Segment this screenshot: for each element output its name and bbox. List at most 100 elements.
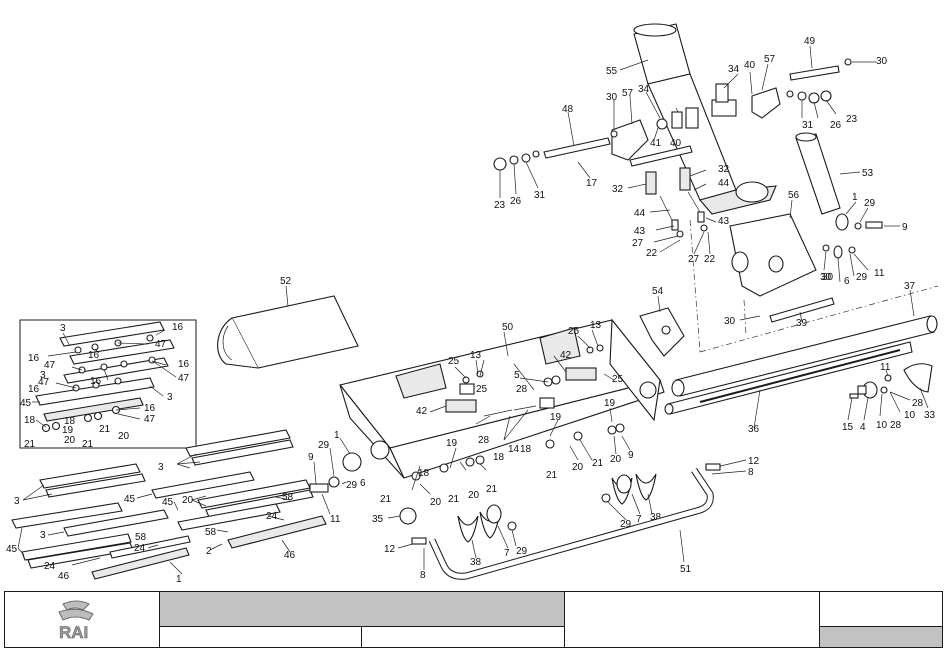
callout-19: 19: [604, 398, 616, 409]
callout-33: 33: [924, 410, 936, 421]
callout-26: 26: [510, 196, 522, 207]
title-block-logo-cell: RAI: [5, 592, 160, 647]
callout-21: 9: [628, 450, 634, 461]
callout-49: 49: [804, 36, 816, 47]
callout-18: 18: [418, 468, 430, 479]
callout-44: 44: [634, 208, 646, 219]
callout-55: 55: [606, 66, 618, 77]
callout-56: 56: [788, 190, 800, 201]
callout-58: 58: [135, 532, 147, 543]
inset-callout-47: 47: [178, 373, 190, 384]
callout-11: 11: [330, 514, 341, 525]
title-block-cell: [362, 627, 565, 647]
bracket-54: [639, 295, 685, 357]
callout-18: 18: [520, 444, 532, 455]
callout-5: 5: [514, 370, 520, 381]
callout-43: 43: [718, 216, 730, 227]
callout-38: 38: [470, 557, 482, 568]
callout-37: 37: [904, 281, 916, 292]
callout-12: 12: [748, 456, 760, 467]
callout-45: 45: [6, 544, 18, 555]
callout-28: 28: [912, 398, 924, 409]
callout-10: 10: [904, 410, 916, 421]
inset-callout-16: 16: [88, 350, 100, 361]
inset-callout-19: 19: [62, 425, 74, 436]
main-frame-50: [339, 318, 665, 479]
callout-8: 8: [748, 467, 754, 478]
callout-41: 41: [650, 138, 662, 149]
title-block-cell: [565, 592, 820, 647]
callout-25: 25: [448, 356, 460, 367]
inset-callout-16: 16: [172, 322, 184, 333]
callout-20: 20: [610, 454, 622, 465]
bolt-labels: 19 18 21 20 21 20 21 18 19 21 20 21 19 2…: [380, 398, 634, 508]
spring-cluster: [627, 167, 717, 255]
inset-callout-20: 20: [118, 431, 130, 442]
callout-32: 32: [718, 164, 730, 175]
callout-36: 36: [748, 424, 760, 435]
frame-labels: 50 25 13 25 13 42 42 25 25 5 28 28 14 18: [416, 320, 624, 455]
callout-54: 54: [652, 286, 664, 297]
inset-callout-18: 16: [144, 403, 156, 414]
handle-labels: 51 12 8 12 8: [384, 456, 760, 581]
callout-28: 28: [890, 420, 902, 431]
handle-51: [397, 459, 747, 580]
callout-3: 3: [14, 496, 20, 507]
callout-25: 25: [612, 374, 624, 385]
callout-14: 14: [508, 444, 520, 455]
callout-7: 7: [636, 514, 642, 525]
shackle-groups: [457, 473, 657, 559]
callout-40: 40: [744, 60, 756, 71]
callout-31: 31: [802, 120, 814, 131]
callout-22: 22: [704, 254, 716, 265]
callout-1: 1: [334, 430, 340, 441]
callout-45: 45: [162, 497, 174, 508]
blade-assembly: [11, 429, 327, 580]
inset-callout-21: 21: [24, 439, 36, 450]
inset-callout-19: 21: [99, 424, 111, 435]
inset-callout-45: 45: [20, 398, 32, 409]
callout-2: 2: [206, 546, 212, 557]
callout-31: 31: [534, 190, 546, 201]
callout-27: 27: [688, 254, 700, 265]
callout-25: 25: [476, 384, 488, 395]
callout-23: 23: [494, 200, 506, 211]
callout-13: 13: [590, 320, 602, 331]
callout-38: 38: [650, 512, 662, 523]
callout-1: 1: [852, 192, 858, 203]
blade-labels: 3 45 3 45 3 45 20 58 58 24 2 46 58 24 24…: [6, 462, 296, 585]
callout-20: 20: [430, 497, 442, 508]
frame-small-hardware: [411, 344, 625, 481]
inset-labels: 3 16 16 16 47 47 47 16 3 16 16 47 3 45 1…: [20, 322, 190, 450]
callout-44: 44: [718, 178, 730, 189]
callout-28: 28: [516, 384, 528, 395]
callout-25: 25: [568, 326, 580, 337]
upper-right-cluster: [715, 45, 876, 119]
guard-52: [217, 285, 359, 369]
callout-6: 6: [360, 478, 366, 489]
inset-callout-3: 3: [60, 323, 66, 334]
callout-46: 46: [284, 550, 296, 561]
inset-callout-21: 47: [144, 414, 156, 425]
callout-39: 39: [796, 318, 808, 329]
callout-27: 27: [632, 238, 644, 249]
callout-29: 29: [864, 198, 876, 209]
inset-detail-frame: [19, 319, 197, 449]
callout-24: 46: [58, 571, 70, 582]
link-53: [795, 132, 861, 215]
callout-20: 20: [572, 462, 584, 473]
callout-29: 29: [318, 440, 330, 451]
callout-48: 48: [562, 104, 574, 115]
callout-13: 13: [470, 350, 482, 361]
callout-43: 43: [634, 226, 646, 237]
callout-28: 28: [478, 435, 490, 446]
left-pivot-labels: 1 29 9 29 6 11 35: [308, 430, 384, 525]
exploded-parts-diagram: 3 16 16 16 47 47 47 16 3 16 16 47 3 45 1…: [6, 23, 939, 585]
callout-46: 1: [176, 574, 182, 585]
inset-detail-parts: [35, 321, 175, 433]
logo-text: RAI: [59, 623, 88, 642]
callout-3: 3: [40, 530, 46, 541]
callout-11: 11: [874, 268, 885, 279]
callout-51: 51: [680, 564, 692, 575]
inset-callout-16: 16: [28, 384, 40, 395]
